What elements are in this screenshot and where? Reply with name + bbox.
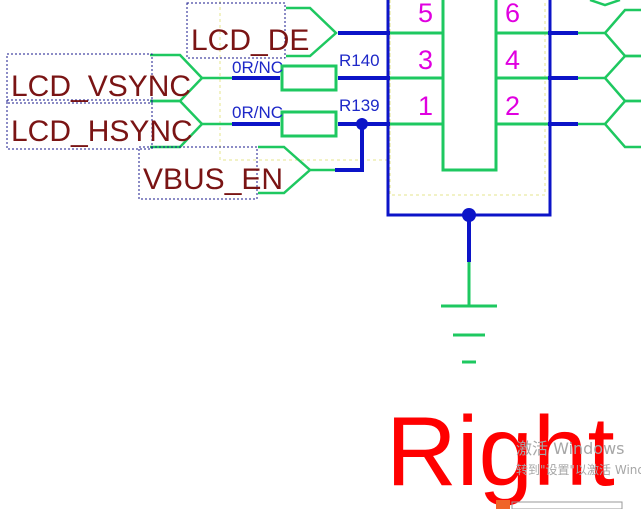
pin-5-label: 5 <box>418 0 433 28</box>
net-label-lcd-hsync: LCD_HSYNC <box>11 115 193 148</box>
r139-refdes: R139 <box>339 96 380 115</box>
activation-watermark-title: 激活 Windows <box>516 439 625 458</box>
connector-right-pins <box>496 31 548 126</box>
resistor-r140 <box>280 64 338 92</box>
activation-watermark-subtitle: 转到"设置"以激活 Windows。 <box>516 462 641 477</box>
connector-left-pins <box>390 31 443 126</box>
side-label-right: Right <box>386 396 615 506</box>
net-label-shapes-left <box>150 6 338 195</box>
r140-refdes: R140 <box>339 51 380 70</box>
junction-dot-r139 <box>356 118 368 130</box>
net-label-lcd-vsync: LCD_VSYNC <box>11 70 191 103</box>
net-label-boxes <box>6 2 286 200</box>
net-label-shapes-right <box>589 0 641 149</box>
pin-1-label: 1 <box>418 91 433 121</box>
label-wires <box>202 31 605 172</box>
taskbar-icons-partial <box>496 500 623 509</box>
resistor-r139 <box>280 110 338 138</box>
component-outline <box>219 0 546 196</box>
net-label-vbus-en: VBUS_EN <box>143 163 283 196</box>
r139-value: 0R/NC <box>232 103 283 122</box>
r140-value: 0R/NC <box>232 58 283 77</box>
pin-6-label: 6 <box>505 0 520 28</box>
ground-symbol <box>441 304 497 364</box>
right-wires <box>548 31 578 126</box>
pin-2-label: 2 <box>505 91 520 121</box>
pin-4-label: 4 <box>505 45 520 75</box>
net-label-lcd-de: LCD_DE <box>191 24 309 57</box>
pin-3-label: 3 <box>418 45 433 75</box>
